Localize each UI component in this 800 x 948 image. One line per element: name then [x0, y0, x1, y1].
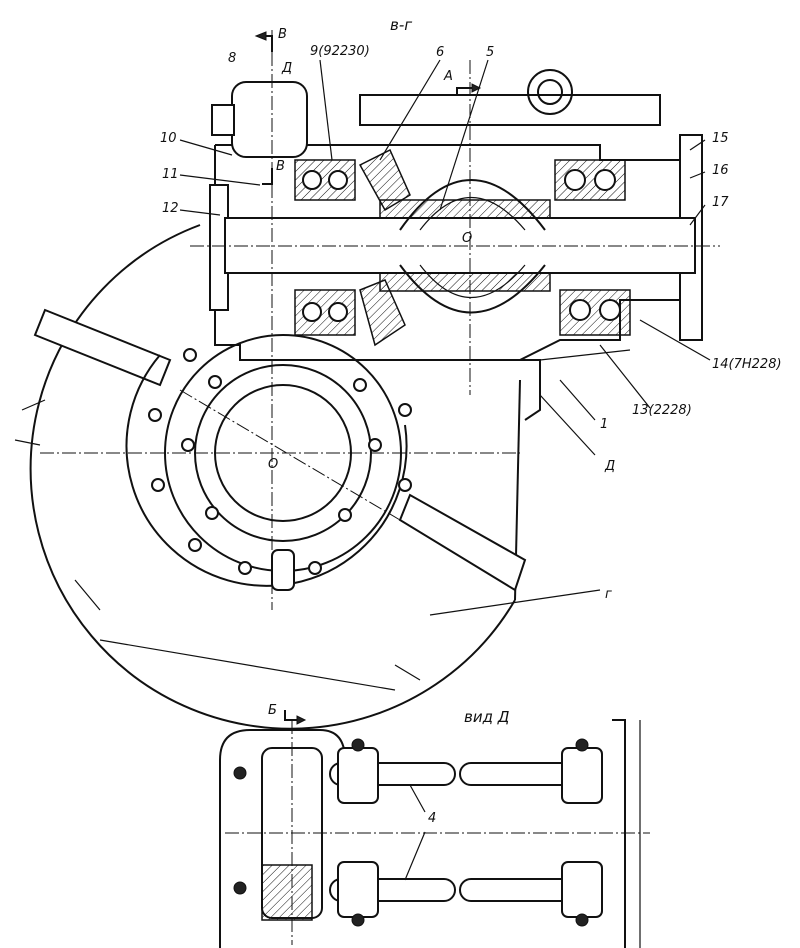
leader-lines	[179, 59, 711, 616]
label-b-arrow: Б	[268, 703, 277, 718]
label-p1: 1	[600, 417, 608, 432]
label-center-lower: О	[268, 457, 278, 472]
label-p9: 9(92230)	[310, 44, 370, 59]
label-b-upper: В	[278, 27, 287, 42]
label-p10: 10	[160, 131, 177, 146]
section-arrows	[254, 31, 482, 725]
label-p6: 6	[436, 45, 444, 60]
label-d-lower: Д	[604, 459, 615, 474]
labels: в-г вид Д В В Д Д А Б О О г 1 4 5 6 8 9(…	[160, 16, 782, 826]
label-b-lower: В	[276, 159, 285, 174]
label-p11: 11	[162, 167, 179, 182]
label-p12: 12	[162, 201, 179, 216]
view-d	[219, 719, 650, 948]
label-p14: 14(7Н228)	[712, 357, 782, 372]
label-p17: 17	[712, 195, 729, 210]
label-p5: 5	[486, 45, 494, 60]
label-p16: 16	[712, 163, 729, 178]
label-a-arrow: А	[443, 69, 453, 84]
bolt-holes	[148, 348, 412, 575]
label-p13: 13(2228)	[632, 403, 692, 418]
label-p15: 15	[712, 131, 729, 146]
shaft-housing-section	[190, 30, 720, 610]
label-center-upper: О	[462, 231, 472, 246]
large-disc	[14, 224, 521, 730]
label-p4: 4	[428, 811, 436, 826]
view-title: вид Д	[464, 708, 510, 726]
bolted-flange	[33, 308, 527, 592]
label-p8: 8	[228, 51, 236, 66]
label-d-upper: Д	[281, 61, 292, 76]
label-g: г	[605, 587, 612, 602]
section-title: в-г	[390, 16, 412, 34]
